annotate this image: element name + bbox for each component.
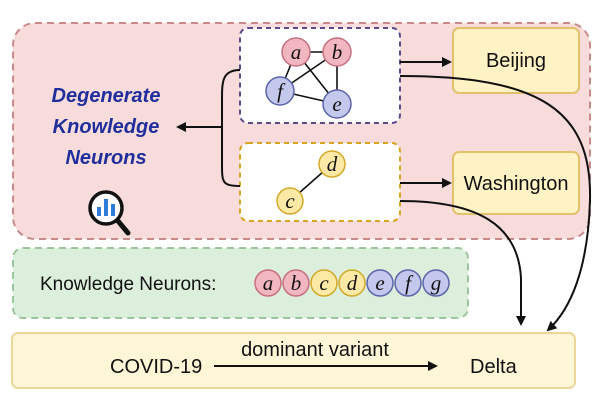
curve-bottom-to-delta [399,200,526,326]
svg-text:c: c [319,271,329,295]
svg-text:d: d [327,152,338,176]
node-b-top: b [322,37,352,67]
kn-node-f: f [394,269,422,297]
fact-subject: COVID-19 [110,356,202,378]
fact-bar [11,332,576,389]
kn-node-d: d [338,269,366,297]
knowledge-neurons-label: Knowledge Neurons: [40,274,216,295]
node-c-bottom: c [276,187,304,215]
output-box-beijing [452,27,580,94]
fact-relation: dominant variant [241,339,389,361]
degenerate-title-line2: Knowledge [53,116,160,138]
svg-text:a: a [263,271,274,295]
svg-text:e: e [375,271,384,295]
svg-text:f: f [277,79,286,103]
fact-object: Delta [470,356,518,378]
svg-text:b: b [332,40,343,64]
magnifying-glass-bar-chart-icon [88,190,131,236]
curve-top-to-delta [399,75,592,332]
output-box-washington [452,151,580,215]
svg-text:g: g [431,271,442,295]
kn-node-c: c [310,269,338,297]
knowledge-neurons-strip [12,247,469,319]
kn-node-b: b [282,269,310,297]
svg-text:b: b [291,271,302,295]
node-f-top: f [265,76,295,106]
degenerate-title-line3: Neurons [65,147,146,169]
svg-text:d: d [347,271,358,295]
neuron-group-bottom [239,142,401,222]
output-washington-label: Washington [464,173,569,195]
kn-node-e: e [366,269,394,297]
node-d-bottom: d [318,150,346,178]
svg-text:e: e [332,92,341,116]
output-beijing-label: Beijing [486,50,546,72]
svg-text:a: a [291,40,302,64]
node-a-top: a [281,37,311,67]
kn-node-a: a [254,269,282,297]
bracket-connector [221,69,241,187]
svg-text:c: c [285,189,295,213]
kn-node-g: g [422,269,450,297]
degenerate-title-line1: Degenerate [52,85,161,107]
svg-text:f: f [405,271,414,295]
node-e-top: e [322,89,352,119]
neuron-group-top [239,27,401,124]
